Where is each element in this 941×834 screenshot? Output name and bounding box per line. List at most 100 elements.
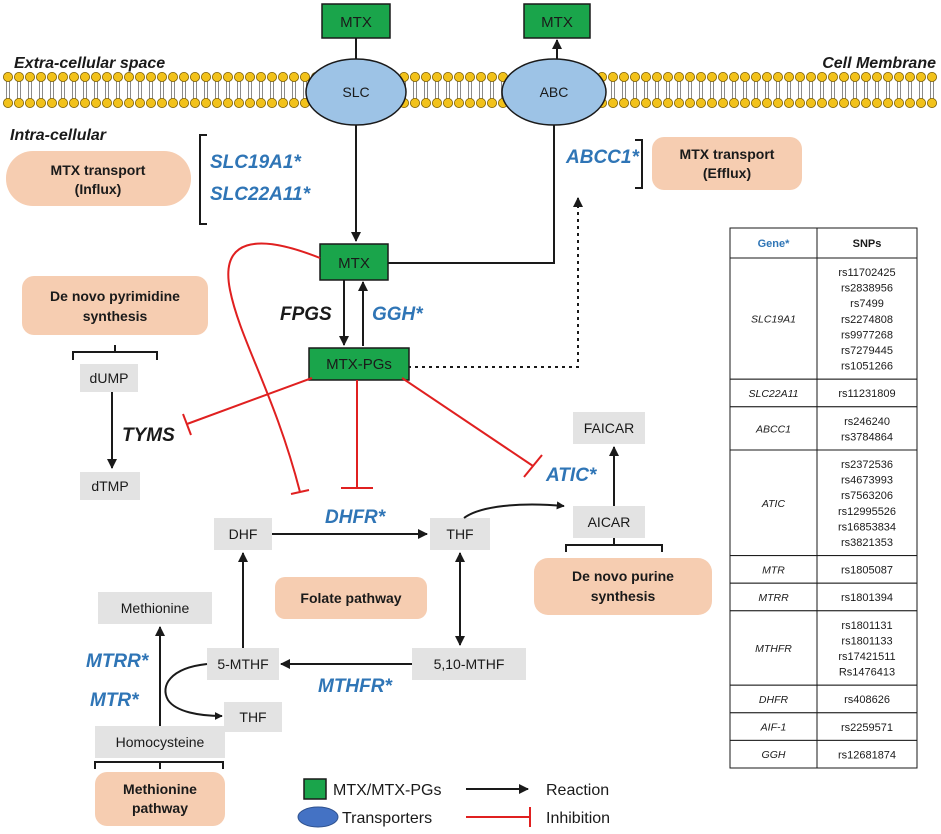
five-mthf-box — [207, 648, 279, 680]
lipid-head-inner — [91, 98, 102, 109]
mtx-extracellular-right-label: MTX — [541, 14, 573, 31]
mtx-to-abc-line — [388, 125, 555, 264]
lipid-head-outer — [663, 72, 674, 83]
lipid-head-inner — [178, 98, 189, 109]
influx-label-line1: MTX transport — [51, 162, 146, 178]
dump-box — [80, 364, 138, 392]
lipid-head-outer — [641, 72, 652, 83]
lipid-head-outer — [178, 72, 189, 83]
lipid-head-outer — [189, 72, 200, 83]
lipid-head-outer — [91, 72, 102, 83]
table-cell-snp: rs2372536 — [841, 459, 893, 471]
gene-ggh-label: GGH* — [372, 304, 424, 325]
lipid-head-inner — [266, 98, 277, 109]
five-ten-mthf-label: 5,10-MTHF — [434, 656, 505, 672]
lipid-head-inner — [652, 98, 663, 109]
folate-pathway-box — [275, 577, 427, 619]
lipid-head-inner — [685, 98, 696, 109]
lipid-head-outer — [244, 72, 255, 83]
lipid-head-outer — [409, 72, 420, 83]
legend-mtx-swatch — [303, 778, 327, 800]
table-cell-gene: ABCC1 — [755, 423, 791, 435]
lipid-head-outer — [916, 72, 927, 83]
table-cell-gene: DHFR — [759, 694, 789, 706]
lipid-head-inner — [442, 98, 453, 109]
lipid-head-inner — [431, 98, 442, 109]
five-mthf-label: 5-MTHF — [217, 656, 268, 672]
lipid-head-inner — [47, 98, 58, 109]
thf-small-box — [224, 702, 282, 732]
abc-label: ABC — [540, 84, 569, 100]
table-row — [729, 555, 918, 584]
legend-inhibition-label: Inhibition — [546, 810, 610, 827]
lipid-head-outer — [156, 72, 167, 83]
table-cell-snp: rs11702425 — [838, 267, 895, 279]
lipid-head-outer — [442, 72, 453, 83]
mtx-pgs-box — [308, 347, 410, 381]
lipid-head-inner — [905, 98, 916, 109]
lipid-head-inner — [102, 98, 113, 109]
methionine-pathway-line2: pathway — [132, 800, 188, 816]
cell-membrane-label: Cell Membrane — [822, 55, 936, 72]
table-cell-snp: rs3784864 — [841, 431, 893, 443]
homocysteine-label: Homocysteine — [116, 734, 205, 750]
legend-transporter-swatch — [297, 806, 339, 828]
lipid-head-outer — [828, 72, 839, 83]
lipid-head-inner — [255, 98, 266, 109]
lipid-head-inner — [80, 98, 91, 109]
lipid-head-inner — [244, 98, 255, 109]
thf-box — [430, 518, 490, 550]
folate-pathway-label: Folate pathway — [300, 590, 401, 606]
cell-membrane-bilayer — [3, 72, 938, 109]
lipid-head-inner — [861, 98, 872, 109]
table-cell-gene: MTRR — [758, 592, 789, 604]
lipid-head-outer — [751, 72, 762, 83]
pyrimidine-bracket — [72, 345, 158, 360]
table-row — [729, 712, 918, 741]
table-cell-snp: rs7563206 — [841, 490, 893, 502]
faicar-box — [573, 412, 645, 444]
intra-cellular-label: Intra-cellular — [10, 127, 107, 144]
lipid-head-outer — [420, 72, 431, 83]
pyrimidine-label-line1: De novo pyrimidine — [50, 288, 180, 304]
methionine-label: Methionine — [121, 600, 190, 616]
dtmp-label: dTMP — [91, 478, 128, 494]
lipid-head-outer — [685, 72, 696, 83]
lipid-head-inner — [475, 98, 486, 109]
efflux-bracket — [635, 139, 643, 189]
lipid-head-outer — [894, 72, 905, 83]
pyrimidine-label-line2: synthesis — [83, 308, 148, 324]
mtx-pgs-efflux-dotted-arrow — [408, 197, 583, 368]
lipid-head-outer — [102, 72, 113, 83]
thf-to-aicar-curve — [463, 501, 565, 519]
aicar-label: AICAR — [588, 514, 631, 530]
gene-mthfr-label: MTHFR* — [318, 676, 393, 697]
lipid-head-inner — [850, 98, 861, 109]
lipid-head-inner — [189, 98, 200, 109]
table-header-gene: Gene* — [758, 238, 791, 250]
thf-small-label: THF — [239, 709, 266, 725]
mtx-pgs-inhibits-atic-bar — [523, 454, 543, 478]
lipid-head-inner — [13, 98, 24, 109]
lipid-head-outer — [729, 72, 740, 83]
lipid-head-outer — [696, 72, 707, 83]
lipid-head-outer — [222, 72, 233, 83]
gene-mtr-label: MTR* — [90, 690, 140, 711]
lipid-head-inner — [839, 98, 850, 109]
influx-label-line2: (Influx) — [75, 181, 122, 197]
purine-label-line2: synthesis — [591, 588, 656, 604]
legend-reaction-label: Reaction — [546, 782, 609, 799]
lipid-head-outer — [740, 72, 751, 83]
dtmp-box — [80, 472, 140, 500]
lipid-head-inner — [619, 98, 630, 109]
gene-tyms-label: TYMS — [122, 425, 175, 446]
mtx-pgs-label: MTX-PGs — [326, 356, 392, 373]
table-cell-snp: rs1801394 — [841, 592, 893, 604]
lipid-head-inner — [762, 98, 773, 109]
gene-mtrr-label: MTRR* — [86, 651, 150, 672]
table-row — [729, 610, 918, 686]
table-cell-snp: rs2274808 — [841, 314, 893, 326]
table-cell-snp: rs3821353 — [841, 537, 893, 549]
lipid-head-inner — [464, 98, 475, 109]
